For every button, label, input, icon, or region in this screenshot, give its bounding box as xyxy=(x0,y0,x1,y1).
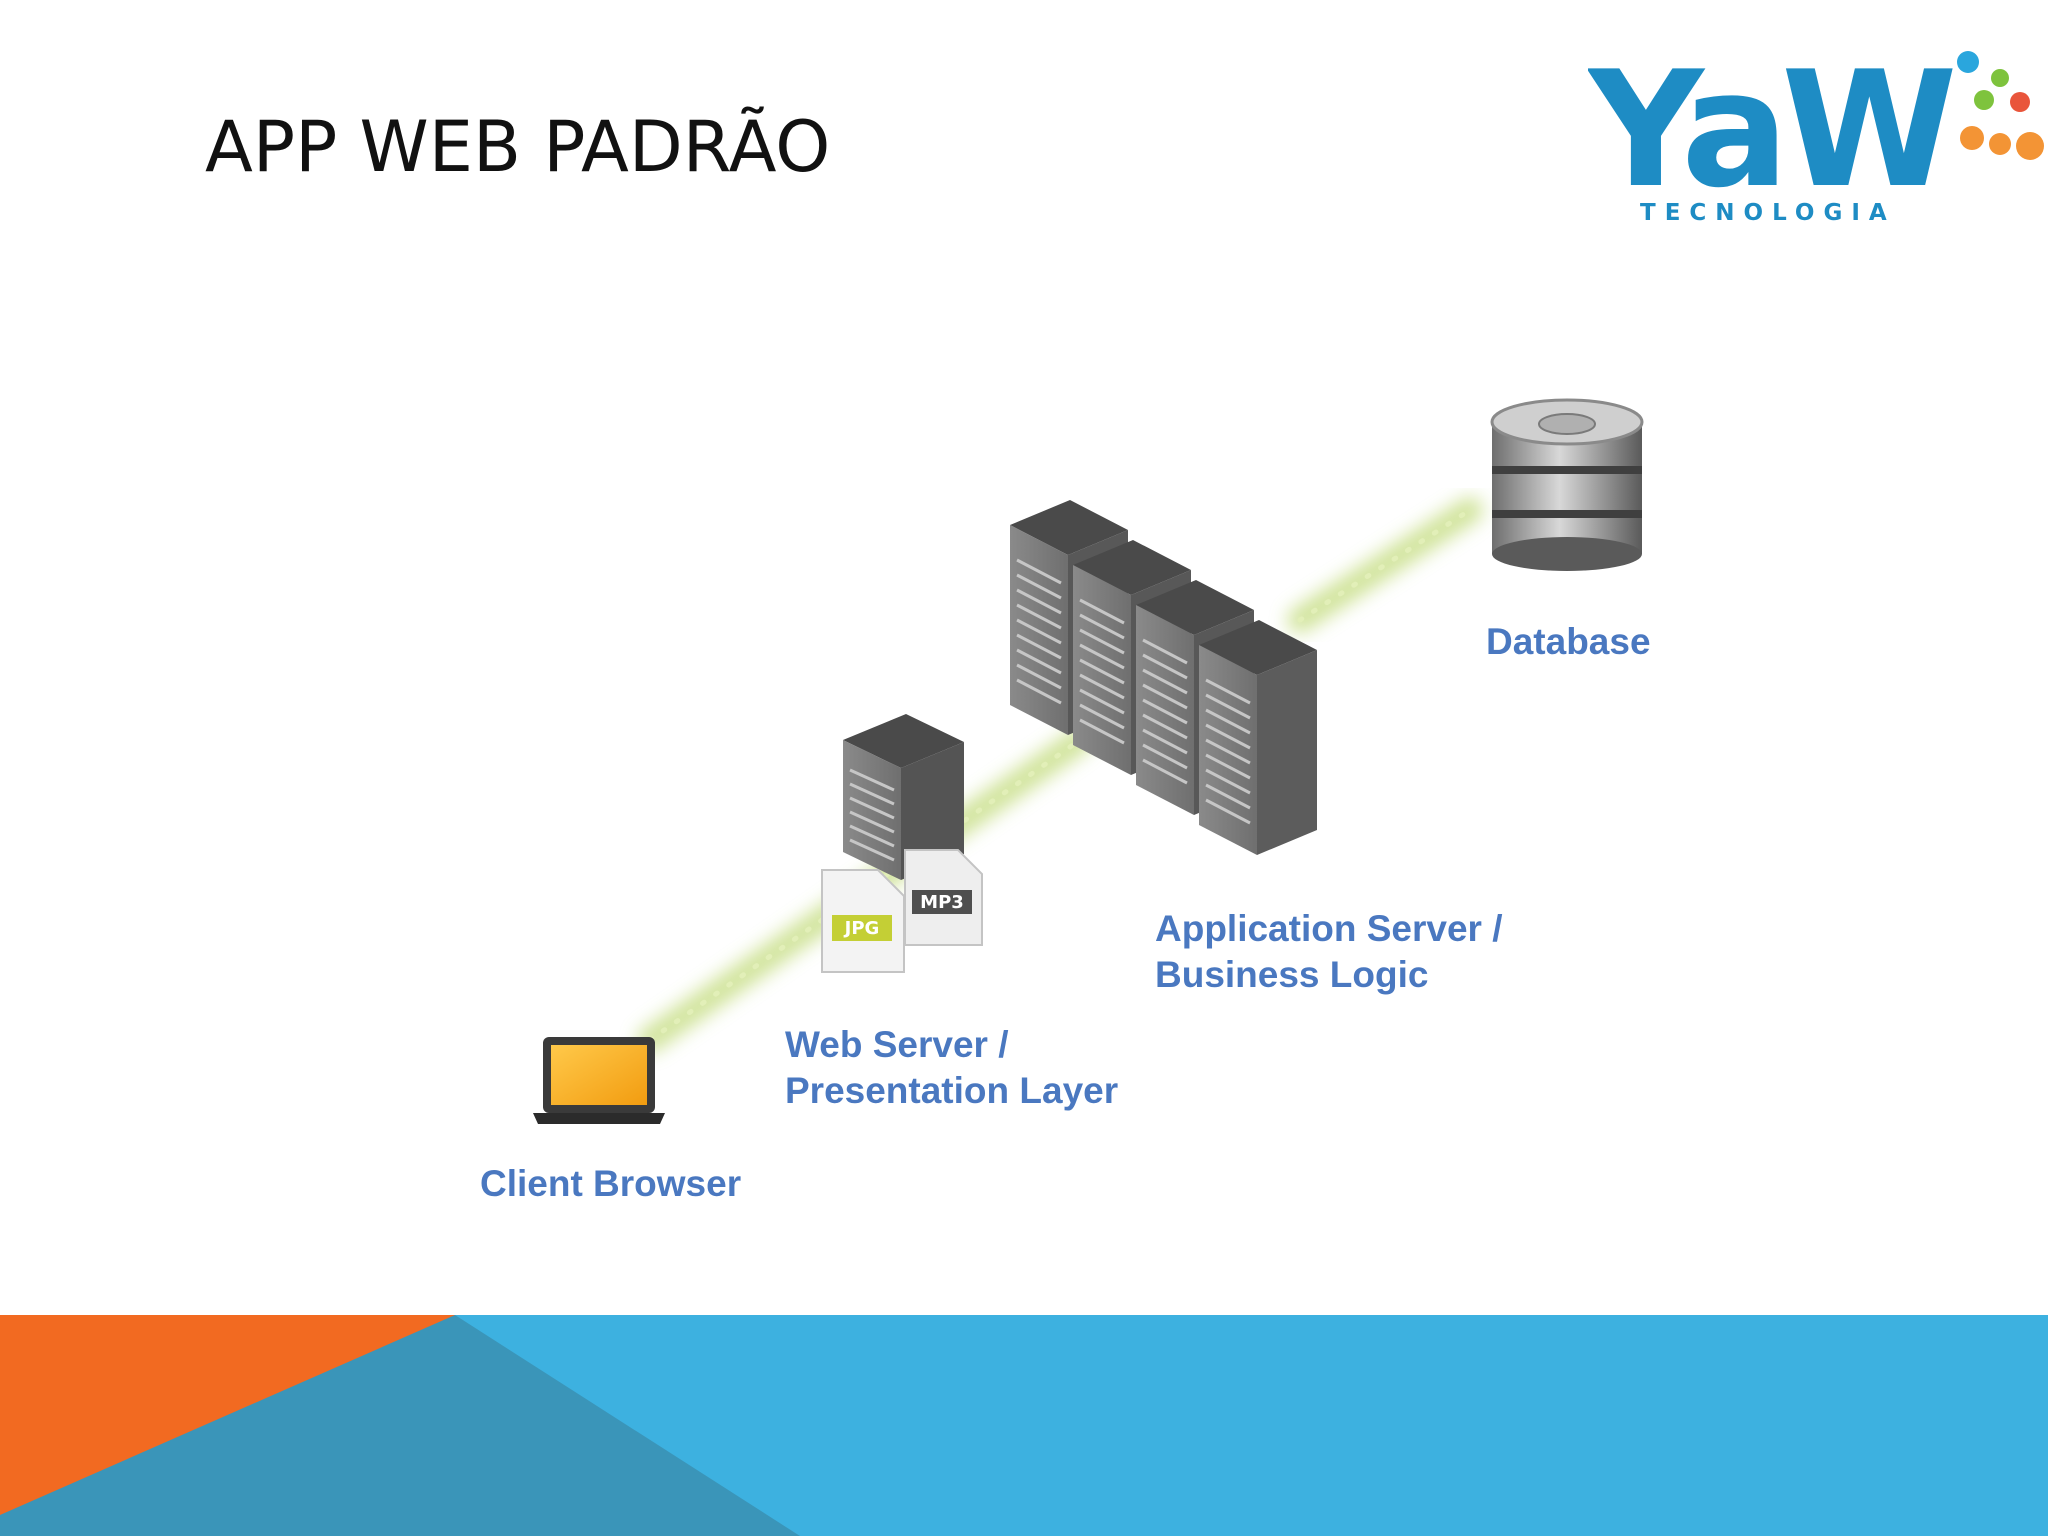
web-server-label-line1: Web Server / xyxy=(785,1024,1009,1065)
logo-subtitle: TECNOLOGIA xyxy=(1640,200,1896,226)
app-server-label-line2: Business Logic xyxy=(1155,954,1429,995)
molecule-icon xyxy=(1957,51,2044,160)
svg-text:YaW: YaW xyxy=(1588,36,1953,223)
laptop-icon xyxy=(533,1037,665,1124)
database-icon xyxy=(1490,398,1644,571)
mp3-file-icon: MP3 xyxy=(904,849,983,946)
client-browser-label: Client Browser xyxy=(480,1163,742,1204)
rack-unit xyxy=(1199,620,1317,855)
yaw-wordmark: YaW xyxy=(1588,36,1961,223)
app-server-label-line1: Application Server / xyxy=(1155,908,1503,949)
jpg-file-icon: JPG xyxy=(821,869,905,973)
footer-band xyxy=(0,1315,2048,1536)
web-server-icon xyxy=(843,714,964,880)
yaw-logo: YaW xyxy=(1588,36,2044,223)
connector-app-database xyxy=(1287,497,1483,633)
mp3-badge-label: MP3 xyxy=(920,892,964,913)
database-label: Database xyxy=(1486,621,1651,662)
web-server-label-line2: Presentation Layer xyxy=(785,1070,1119,1111)
jpg-badge-label: JPG xyxy=(843,918,880,939)
app-server-rack-icon xyxy=(1010,500,1317,855)
slide-title: APP WEB PADRÃO xyxy=(205,106,831,188)
